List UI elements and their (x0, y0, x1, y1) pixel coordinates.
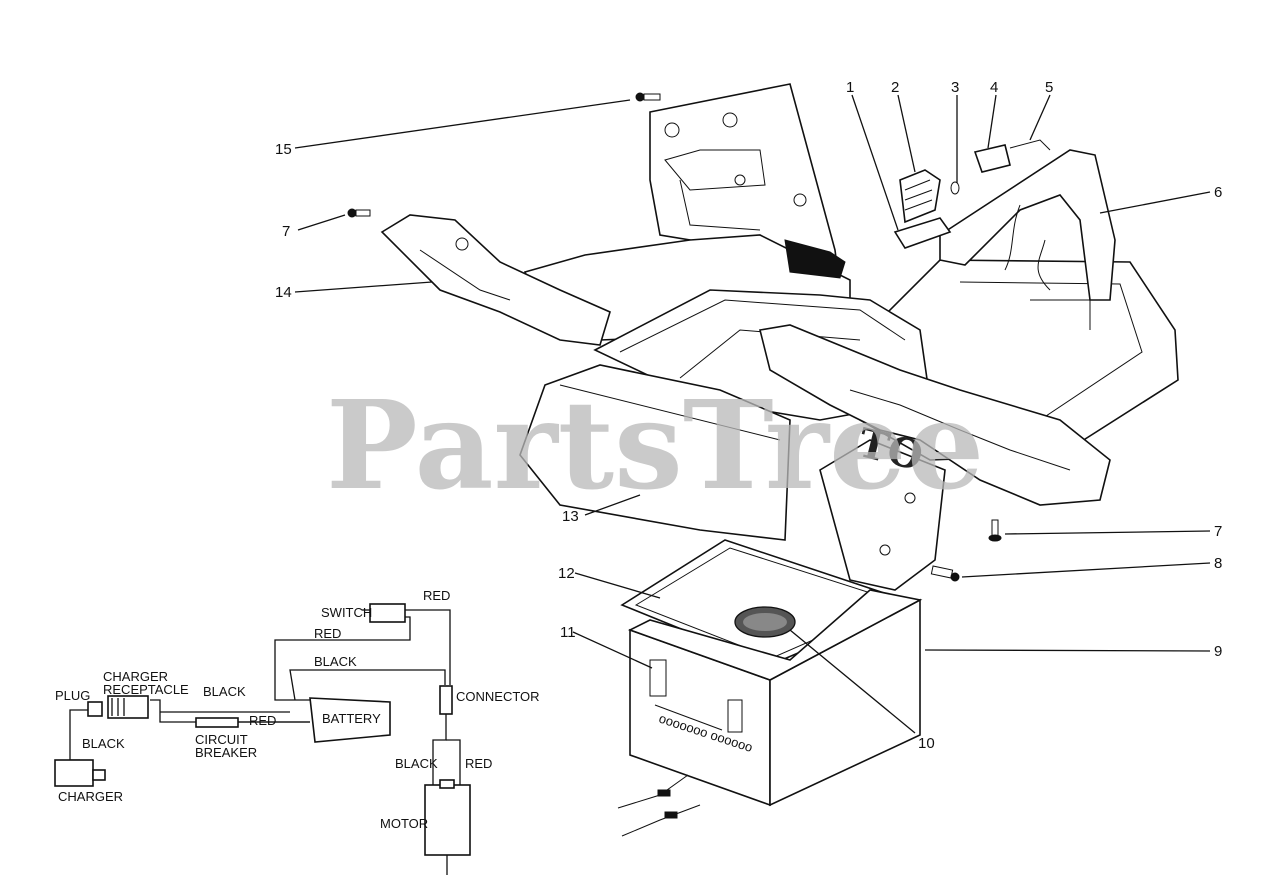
label-red-mid: RED (314, 626, 341, 641)
callout-15: 15 (275, 141, 292, 158)
rear-handle (939, 149, 1116, 301)
label-red-battery: RED (249, 713, 276, 728)
label-charger-receptacle-2: RECEPTACLE (103, 682, 189, 697)
switch-clip (1009, 139, 1051, 151)
label-black-motor: BLACK (395, 756, 438, 771)
callout-5: 5 (1045, 79, 1053, 96)
screw-7-bottom (988, 519, 1002, 542)
steering-bar (759, 324, 1111, 506)
callout-1: 1 (846, 79, 854, 96)
callout-9: 9 (1214, 643, 1222, 660)
switch-rocker (899, 169, 941, 224)
label-motor: MOTOR (380, 816, 428, 831)
label-circuit-1: CIRCUIT (195, 732, 248, 747)
label-red-top: RED (423, 588, 450, 603)
wire-bundle (784, 239, 846, 279)
callout-6: 6 (1214, 184, 1222, 201)
callout-13: 13 (562, 508, 579, 525)
switch-bracket (973, 144, 1011, 173)
exploded-assembly: ooooooo oooooo (347, 83, 1179, 837)
callout-numbers: 1 2 3 4 5 6 7 7 8 9 10 11 12 13 14 15 (275, 79, 1222, 752)
circuit-breaker-symbol (195, 717, 239, 728)
label-charger: CHARGER (58, 789, 123, 804)
motor-symbol (424, 784, 471, 856)
label-switch: SWITCH (321, 605, 372, 620)
front-grip (380, 214, 611, 346)
wiring-schematic: SWITCH RED RED BLACK CHARGER RECEPTACLE … (54, 588, 540, 875)
plug-symbol (87, 701, 103, 717)
label-black-mid: BLACK (314, 654, 357, 669)
leader-lines (294, 94, 1211, 734)
callout-3: 3 (951, 79, 959, 96)
callout-12: 12 (558, 565, 575, 582)
screw-8 (930, 565, 960, 582)
label-plug: PLUG (55, 688, 90, 703)
charger-receptacle-symbol (107, 695, 149, 719)
connector-symbol (439, 685, 453, 715)
callout-2: 2 (891, 79, 899, 96)
label-charger-receptacle-1: CHARGER (103, 669, 168, 684)
switch-base (893, 217, 952, 249)
label-connector: CONNECTOR (456, 689, 540, 704)
charger-symbol (54, 759, 94, 787)
label-red-motor: RED (465, 756, 492, 771)
callout-7a: 7 (282, 223, 290, 240)
switch-symbol (369, 603, 406, 623)
front-leg (819, 439, 946, 591)
callout-11: 11 (560, 624, 576, 641)
callout-7b: 7 (1214, 523, 1222, 540)
label-circuit-2: BREAKER (195, 745, 257, 760)
callout-8: 8 (1214, 555, 1222, 572)
label-battery: BATTERY (322, 711, 381, 726)
callout-10: 10 (918, 735, 935, 752)
watermark: PartsTree (326, 373, 984, 517)
callout-4: 4 (990, 79, 998, 96)
battery-symbol (309, 697, 391, 743)
label-black-plug: BLACK (203, 684, 246, 699)
callout-14: 14 (275, 284, 292, 301)
screw-7-top (347, 208, 371, 218)
switch-screw (950, 181, 960, 195)
body-front (519, 364, 791, 541)
label-black-charger: BLACK (82, 736, 125, 751)
screw-15 (635, 92, 661, 102)
